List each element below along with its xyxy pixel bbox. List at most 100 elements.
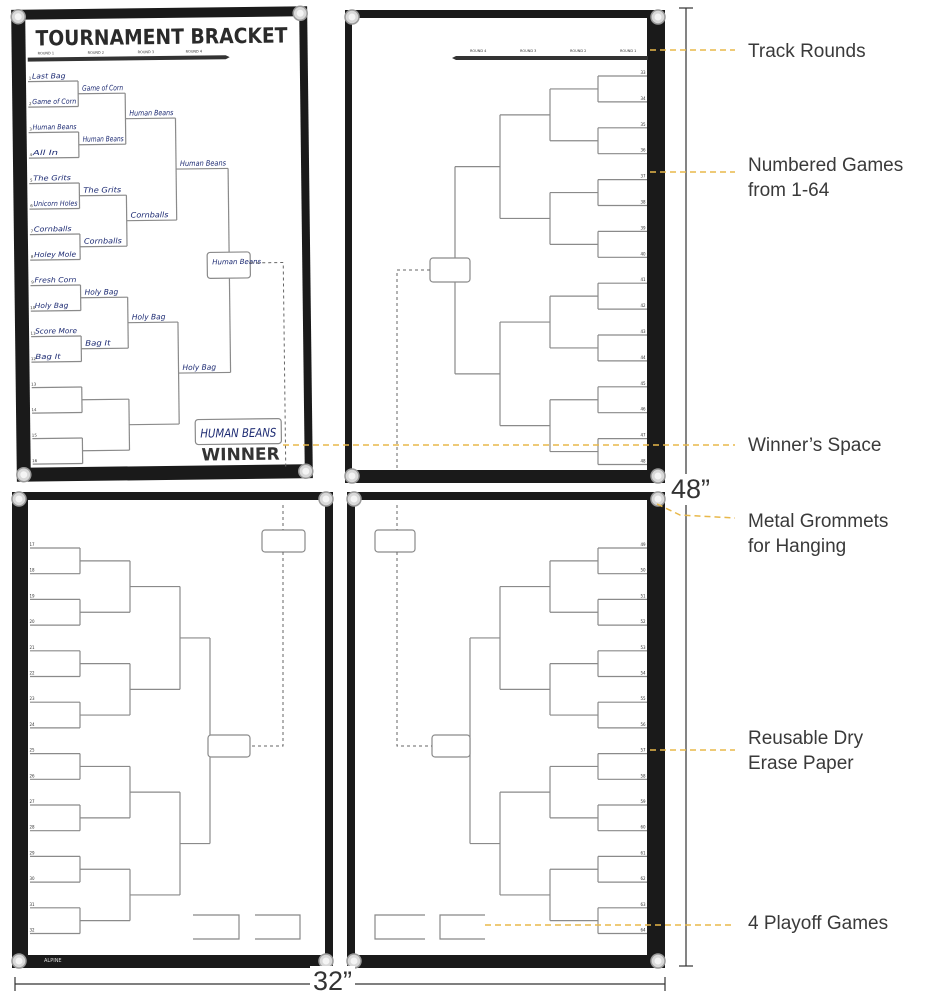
game-number: 55 (640, 696, 646, 701)
game-number: 36 (640, 148, 646, 153)
game-number: 11 (31, 331, 37, 336)
game-number: 59 (640, 799, 646, 804)
bracket-line (178, 371, 231, 374)
bracket-line (27, 80, 79, 83)
grommet-hole-icon (654, 13, 662, 21)
game-number: 35 (640, 122, 646, 127)
round-label: ROUND 2 (88, 51, 104, 55)
game-number: 50 (640, 568, 646, 573)
grommet-hole-icon (654, 495, 662, 503)
grommet-hole-icon (348, 472, 356, 480)
game-number: 15 (32, 433, 38, 438)
dashed-connector (250, 262, 287, 467)
annotation-line: from 1-64 (748, 180, 830, 201)
game-number: 10 (30, 305, 36, 310)
handwritten-team-name: Holy Bag (85, 287, 119, 296)
grommet-hole-icon (15, 957, 23, 965)
grommet-hole-icon (302, 467, 310, 475)
game-number: 44 (640, 355, 646, 360)
bracket-line (30, 258, 81, 261)
bracket-line (80, 245, 128, 248)
handwritten-team-name: Cornballs (34, 225, 72, 233)
game-number: 3 (29, 127, 32, 132)
callout-leaders (283, 49, 736, 926)
handwritten-team-name: Human Beans (129, 108, 173, 118)
handwritten-team-name: The Grits (33, 174, 71, 182)
game-number: 28 (29, 825, 35, 830)
bracket-line (28, 156, 79, 159)
bracket-line (28, 131, 79, 134)
bracket-line (31, 335, 82, 338)
bracket-line (31, 360, 82, 363)
bracket-line (78, 92, 126, 95)
annotation-winners-space: Winner’s Space (748, 435, 882, 456)
bracket-line (78, 143, 126, 146)
bracket-line (28, 105, 79, 108)
game-number: 16 (32, 458, 38, 463)
grommet-hole-icon (348, 13, 356, 21)
game-number: 49 (640, 542, 646, 547)
annotation-line: for Hanging (748, 536, 847, 557)
game-box (194, 417, 283, 446)
bracket-line (32, 437, 83, 440)
round-label: ROUND 1 (38, 51, 54, 55)
handwritten-team-name: Last Bag (32, 72, 66, 80)
bracket-line (30, 284, 81, 287)
game-number: 20 (29, 619, 35, 624)
game-number: 62 (640, 876, 646, 881)
bracket-line (125, 117, 176, 120)
bracket-line (80, 296, 128, 299)
grommet-hole-icon (654, 472, 662, 480)
game-number: 19 (29, 593, 35, 598)
annotation-grommets: Metal Grommets for Hanging (748, 509, 888, 559)
grommet-hole-icon (654, 957, 662, 965)
game-number: 60 (640, 825, 646, 830)
playoff-game-box (439, 914, 485, 940)
rounds-arrow-bar (27, 55, 230, 62)
game-number: 45 (640, 381, 646, 386)
handwritten-team-name: Cornballs (131, 210, 169, 219)
game-number: 40 (640, 251, 646, 256)
bracket-line (127, 321, 178, 324)
game-number: 2 (29, 101, 32, 106)
game-box (429, 257, 471, 283)
bracket-line (29, 233, 80, 236)
grommet-hole-icon (15, 495, 23, 503)
playoff-game-box (255, 914, 301, 940)
game-number: 42 (640, 303, 646, 308)
grommet-hole-icon (296, 9, 304, 17)
bracket-line (82, 449, 130, 452)
game-number: 26 (29, 773, 35, 778)
game-number: 34 (640, 96, 646, 101)
game-number: 24 (29, 722, 35, 727)
annotation-line: Reusable Dry (748, 728, 864, 749)
dashed-connector (250, 552, 284, 747)
round-label: ROUND 1 (620, 49, 636, 53)
handwritten-team-name: All In (31, 149, 58, 157)
bracket-line (30, 309, 81, 312)
game-number: 12 (31, 356, 37, 361)
panel-paper (25, 16, 305, 468)
game-number: 32 (29, 928, 35, 933)
bracket-line (31, 386, 82, 389)
game-number: 18 (29, 568, 35, 573)
playoff-game-box (374, 914, 425, 940)
handwritten-team-name: Score More (35, 327, 77, 336)
annotation-track-rounds: Track Rounds (748, 41, 866, 62)
handwritten-team-name: Human Beans (212, 258, 261, 267)
bracket-line (81, 347, 129, 350)
handwritten-team-name: Cornballs (84, 236, 122, 245)
bracket-line (32, 411, 83, 414)
annotation-line: Erase Paper (748, 753, 854, 774)
handwritten-team-name: Game of Corn (32, 98, 76, 107)
bracket-title: TOURNAMENT BRACKET (35, 23, 288, 50)
round-label: ROUND 4 (470, 49, 487, 53)
game-number: 57 (640, 748, 646, 753)
game-number: 5 (30, 178, 33, 183)
game-box (207, 734, 251, 758)
annotation-line: Numbered Games (748, 155, 904, 176)
game-number: 47 (640, 433, 646, 438)
annotation-numbered-games: Numbered Games from 1-64 (748, 153, 903, 203)
game-number: 31 (29, 902, 35, 907)
